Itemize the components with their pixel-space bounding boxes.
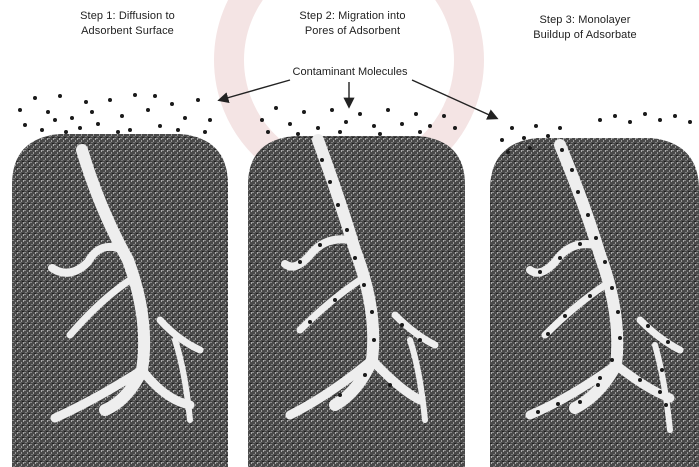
step-2-caption: Step 2: Migration into Pores of Adsorben… xyxy=(265,9,440,39)
adsorbent-particle xyxy=(248,136,465,467)
adsorbent-column-1 xyxy=(12,134,228,467)
adsorbent-column-2 xyxy=(248,136,465,467)
step-3-caption: Step 3: Monolayer Buildup of Adsorbate xyxy=(500,13,670,43)
step-1-caption: Step 1: Diffusion to Adsorbent Surface xyxy=(40,9,215,39)
step-1-line-1: Step 1: Diffusion to xyxy=(40,9,215,24)
step-3-line-2: Buildup of Adsorbate xyxy=(500,28,670,43)
step-3-line-1: Step 3: Monolayer xyxy=(500,13,670,28)
contaminant-molecules-step-1 xyxy=(18,93,212,134)
step-2-line-1: Step 2: Migration into xyxy=(265,9,440,24)
step-2-line-2: Pores of Adsorbent xyxy=(265,24,440,39)
step-1-line-2: Adsorbent Surface xyxy=(40,24,215,39)
adsorbent-column-3 xyxy=(490,138,699,467)
adsorbent-particle xyxy=(12,134,228,467)
contaminant-molecules-label: Contaminant Molecules xyxy=(255,66,445,78)
